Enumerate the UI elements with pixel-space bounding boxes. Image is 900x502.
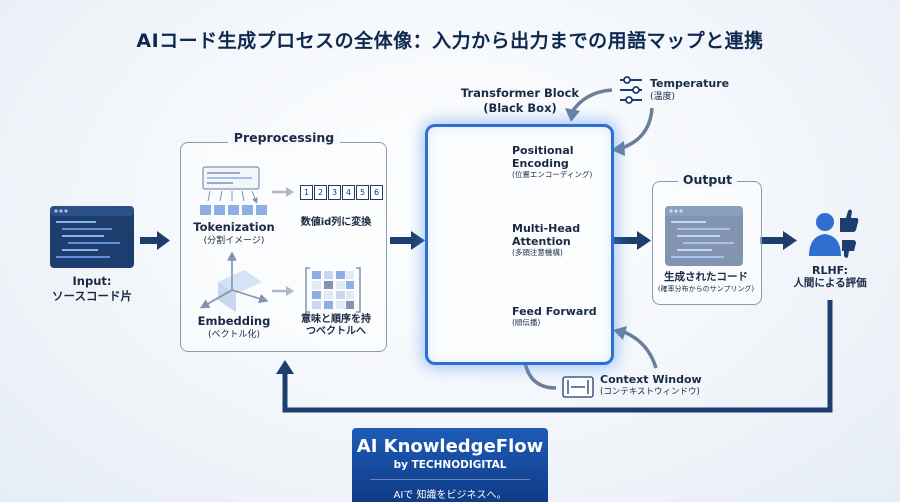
multi-head-attention-group: Multi-Head Attention (多頭注意機構) <box>512 222 606 258</box>
feed-forward-group: Feed Forward (順伝播) <box>512 305 606 328</box>
sliders-icon <box>620 76 642 104</box>
token-to-id-arrow <box>272 187 294 197</box>
flow-arrow-input-to-preprocessing <box>140 231 170 250</box>
pe-label-line-2: Encoding <box>512 157 569 170</box>
mha-label-line-1: Multi-Head <box>512 222 581 235</box>
token-id-box: 5 <box>356 185 369 200</box>
tokenization-sublabel: (分割イメージ) <box>203 236 265 246</box>
person-feedback-icon <box>809 209 859 258</box>
brand-name: AI KnowledgeFlow <box>356 436 544 457</box>
input-node: Input: ソースコード片 <box>40 274 144 304</box>
output-label: 生成されたコード <box>664 271 748 283</box>
embedding-label: Embedding <box>197 314 271 328</box>
token-id-box: 2 <box>314 185 327 200</box>
preprocessing-panel <box>180 142 387 352</box>
transformer-block <box>425 124 614 365</box>
context-window-sublabel: (コンテキストウィンドウ) <box>600 387 700 397</box>
output-sublabel: (確率分布からのサンプリング) <box>657 285 755 293</box>
context-window-arrow <box>523 326 658 398</box>
context-window-icon <box>562 376 594 398</box>
tokenization-label: Tokenization <box>193 220 275 234</box>
ff-label: Feed Forward <box>512 305 597 318</box>
flow-arrow-preprocessing-to-transformer <box>390 231 425 250</box>
brand-tagline: AIで 知識をビジネスへ。 <box>370 479 530 501</box>
output-title: Output <box>677 172 738 187</box>
flow-arrow-transformer-to-output <box>614 231 651 250</box>
transformer-title-line-2: (Black Box) <box>483 101 557 115</box>
brand-badge: AI KnowledgeFlow by TECHNODIGITAL AIで 知識… <box>352 428 548 502</box>
transformer-title-line-1: Transformer Block <box>460 86 580 100</box>
context-window-node: Context Window (コンテキストウィンドウ) <box>600 372 730 397</box>
output-caption: 生成されたコード (確率分布からのサンプリング) <box>646 271 766 294</box>
rlhf-feedback-loop-arrow <box>276 300 833 413</box>
temperature-node: Temperature (温度) <box>650 76 760 103</box>
brand-by: by TECHNODIGITAL <box>393 459 507 471</box>
ff-sublabel: (順伝播) <box>512 318 541 327</box>
context-window-label: Context Window <box>600 373 702 386</box>
preprocessing-title: Preprocessing <box>227 130 341 145</box>
pe-label-line-1: Positional <box>512 144 574 157</box>
positional-encoding-group: Positional Encoding (位置エンコーディング) <box>512 144 606 180</box>
embedding-to-vector-arrow <box>272 286 294 296</box>
token-id-box: 6 <box>370 185 383 200</box>
embedding-axes-icon <box>199 251 269 312</box>
mha-label-line-2: Attention <box>512 235 571 248</box>
token-id-caption: 数値id列に変換 <box>300 217 372 228</box>
vector-caption-line-2: つベクトルへ <box>306 326 366 337</box>
page-title: AIコード生成プロセスの全体像：入力から出力までの用語マップと連携 <box>136 30 764 52</box>
output-code-window-icon <box>665 206 743 266</box>
temperature-label: Temperature <box>650 77 730 90</box>
input-label: Input: <box>72 274 112 288</box>
transformer-title: Transformer Block (Black Box) <box>440 86 600 116</box>
token-id-box: 1 <box>300 185 313 200</box>
embedding-group: Embedding (ベクトル化) <box>186 314 282 341</box>
output-panel <box>652 181 762 305</box>
rlhf-label: RLHF: <box>812 264 848 277</box>
rlhf-node: RLHF: 人間による評価 <box>790 264 870 290</box>
embedding-sublabel: (ベクトル化) <box>207 330 261 340</box>
temperature-arrow <box>565 76 654 156</box>
input-code-window-icon <box>50 206 134 268</box>
tokenization-group: Tokenization (分割イメージ) <box>186 220 282 247</box>
vector-caption: 意味と順序を持 つベクトルへ <box>290 314 382 338</box>
tokenization-icon <box>200 166 267 215</box>
vector-caption-line-1: 意味と順序を持 <box>301 314 371 325</box>
pe-sublabel: (位置エンコーディング) <box>512 170 593 179</box>
token-id-box: 3 <box>328 185 341 200</box>
input-sublabel: ソースコード片 <box>52 289 132 303</box>
vector-grid-icon <box>305 267 361 313</box>
temperature-sublabel: (温度) <box>650 92 676 102</box>
rlhf-sublabel: 人間による評価 <box>793 277 867 289</box>
mha-sublabel: (多頭注意機構) <box>512 248 563 257</box>
token-id-box: 4 <box>342 185 355 200</box>
flow-arrow-output-to-rlhf <box>760 231 797 250</box>
